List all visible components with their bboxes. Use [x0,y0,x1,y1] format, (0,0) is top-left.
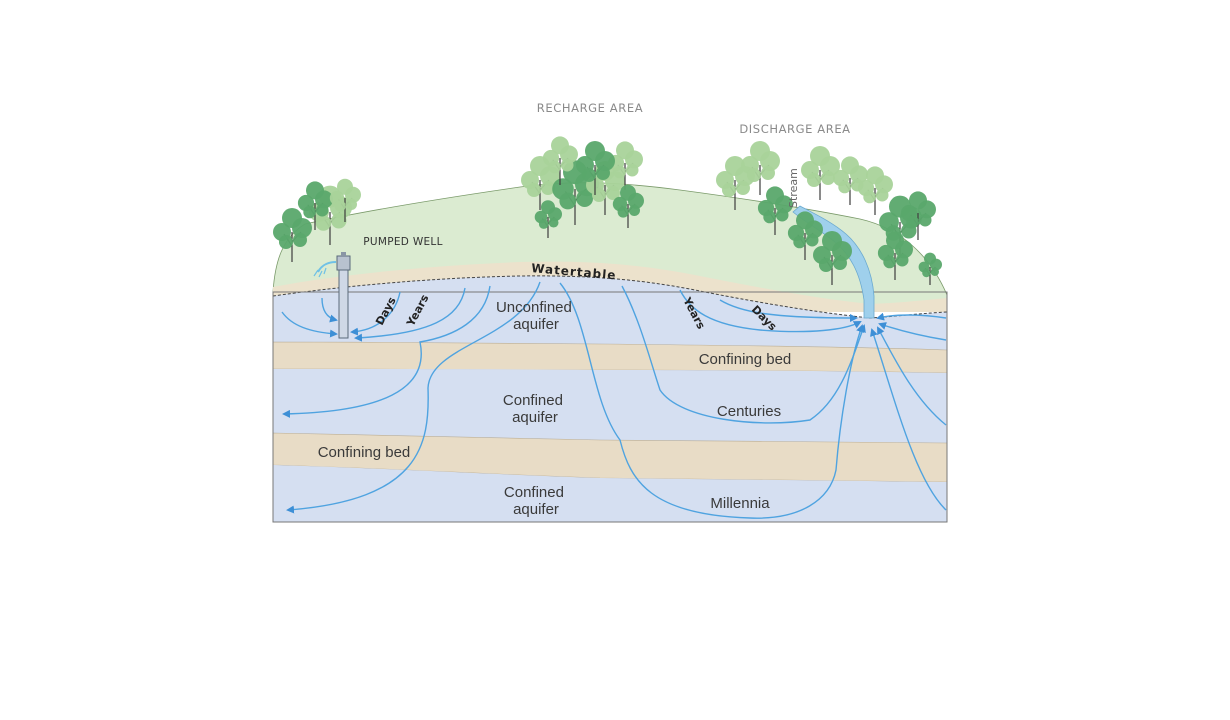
flow-line [621,285,866,424]
flow-line [286,281,541,514]
upper-confined-aquifer-label-line2: aquifer [512,409,558,426]
travel-time-millennia: Millennia [710,495,770,512]
tree-icon [534,200,562,238]
tree-icon [877,231,913,280]
flow-line [282,285,491,418]
unconfined-aquifer-label: Unconfined aquifer [496,299,576,333]
flow-line [354,287,466,342]
flow-line [350,291,401,336]
flow-line [281,311,338,338]
tree-icon [900,191,936,240]
flow-line [878,322,947,341]
pumped-well [313,252,351,339]
tree-icon [918,252,942,285]
unconfined-aquifer-label-line1: Unconfined [496,299,572,316]
lower-confining-bed-label: Confining bed [318,444,411,461]
flow-line [876,312,947,321]
travel-time-centuries: Centuries [717,403,781,420]
upper-confining-bed-label: Confining bed [699,351,792,368]
lower-confined-aquifer-label: Confined aquifer [504,484,568,518]
tree-icon [813,231,852,285]
tree-icon [801,146,840,200]
lower-confined-aquifer-label-line2: aquifer [513,501,559,518]
tree-icon [521,156,560,210]
flow-line [321,297,338,323]
tree-icon [329,178,361,222]
lower-confined-aquifer-label-line1: Confined [504,484,564,501]
tree-icon [757,186,793,235]
tree-icon [542,136,578,185]
flow-line [870,328,947,511]
flow-line [877,326,947,426]
tree-icon [297,181,333,230]
trees [273,136,942,285]
flow-lines [281,281,947,519]
flow-line [679,289,862,333]
tree-icon [273,208,312,262]
recharge-area-label: RECHARGE AREA [537,101,643,115]
tree-icon [576,141,615,195]
upper-confined-aquifer-layer [273,369,947,443]
pumped-well-label: PUMPED WELL [363,236,442,248]
stream-label: Stream [787,168,800,208]
tree-icon [857,166,893,215]
upper-confined-aquifer-label-line1: Confined [503,392,563,409]
discharge-area-label: DISCHARGE AREA [739,122,850,136]
lower-confined-aquifer-layer [273,465,947,522]
tree-icon [612,184,644,228]
flow-line [719,299,858,322]
unconfined-aquifer-label-line2: aquifer [513,316,559,333]
tree-icon [787,211,823,260]
tree-icon [741,141,780,195]
upper-confined-aquifer-label: Confined aquifer [503,392,567,426]
flow-line [559,282,864,519]
